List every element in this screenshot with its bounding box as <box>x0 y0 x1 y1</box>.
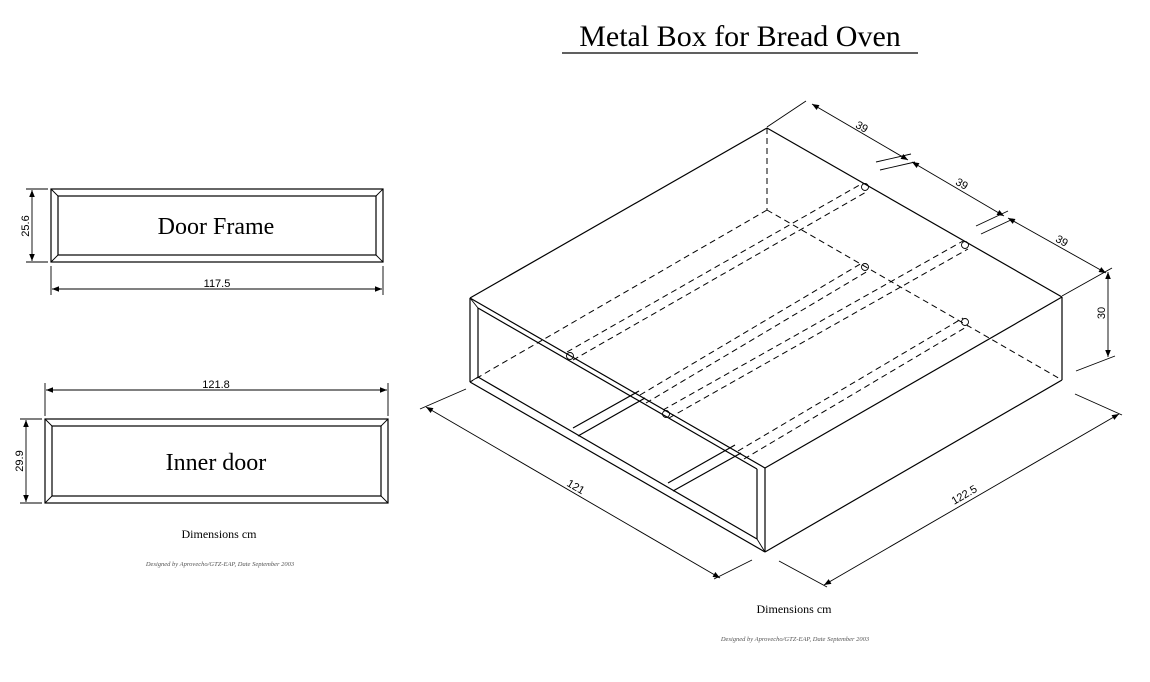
door-frame-height-value: 25.6 <box>20 215 32 236</box>
box-front-dimension: 121 <box>419 388 753 580</box>
left-credit: Designed by Aprovecho/GTZ-EAP, Date Sept… <box>145 561 295 568</box>
door-frame-width-dimension: 117.5 <box>50 266 384 295</box>
box-front-value: 121 <box>565 478 587 498</box>
door-frame-label: Door Frame <box>158 214 275 240</box>
door-frame-height-dimension: 25.6 <box>20 188 48 263</box>
box-depth-dimension: 122.5 <box>778 393 1123 588</box>
inner-door-width-value: 121.8 <box>202 379 230 391</box>
right-units-note: Dimensions cm <box>757 602 833 616</box>
box-height-value: 30 <box>1096 307 1108 319</box>
inner-door-height-value: 29.9 <box>14 450 26 471</box>
inner-door-drawing: Inner door <box>44 418 389 504</box>
inner-door-label: Inner door <box>166 450 267 476</box>
box-top-dimension-chain: 39 39 39 <box>766 100 1113 297</box>
box-top-dim-2: 39 <box>953 176 970 193</box>
right-credit: Designed by Aprovecho/GTZ-EAP, Date Sept… <box>720 636 870 643</box>
drawing-title: Metal Box for Bread Oven <box>579 20 901 53</box>
door-frame-width-value: 117.5 <box>204 278 231 290</box>
door-frame-drawing: Door Frame <box>50 188 384 263</box>
box-top-dim-1: 39 <box>853 119 870 136</box>
box-top-dim-3: 39 <box>1053 233 1070 250</box>
inner-door-width-dimension: 121.8 <box>44 379 389 416</box>
box-height-dimension: 30 <box>1075 272 1116 372</box>
left-units-note: Dimensions cm <box>182 527 258 541</box>
inner-door-height-dimension: 29.9 <box>14 418 42 504</box>
